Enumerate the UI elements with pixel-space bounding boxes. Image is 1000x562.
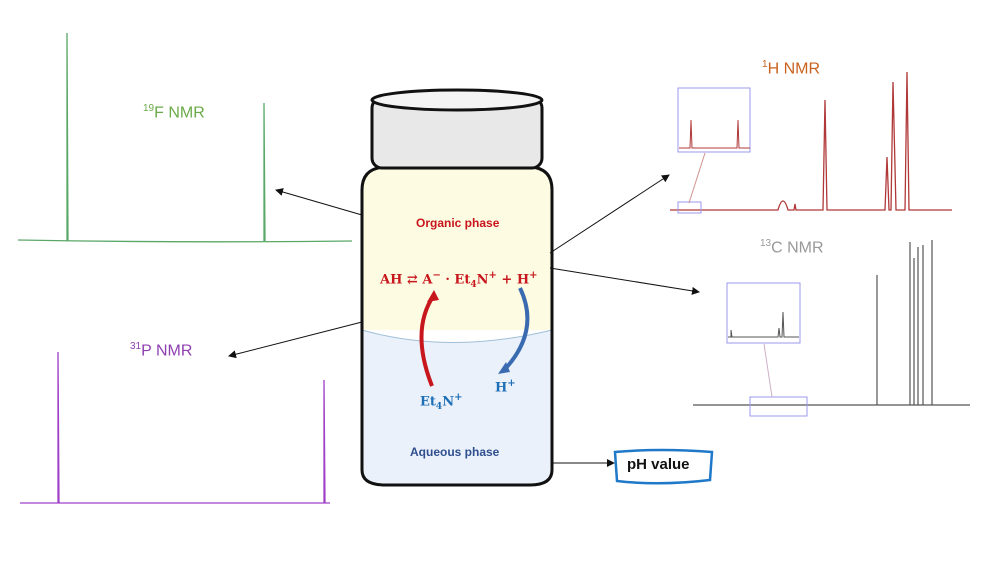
p31-spectrum xyxy=(20,351,330,504)
ph-value-label: pH value xyxy=(627,456,690,473)
equilibrium-equation: AH ⇄ A− · Et4N+ + H+ xyxy=(380,270,538,290)
aqueous-proton: H+ xyxy=(495,378,516,396)
c13-spectrum xyxy=(693,240,970,417)
h1-spectrum xyxy=(670,71,952,214)
arrows xyxy=(228,174,700,467)
c13-label: 13C NMR xyxy=(760,238,824,257)
organic-phase-label: Organic phase xyxy=(416,216,500,230)
ph-box-frame xyxy=(613,448,714,485)
aqueous-phase-label: Aqueous phase xyxy=(410,445,500,459)
h1-label: 1H NMR xyxy=(762,59,820,78)
f19-label: 19F NMR xyxy=(143,103,205,122)
aqueous-cation: Et4N+ xyxy=(420,392,463,412)
vial xyxy=(360,88,554,487)
p31-label: 31P NMR xyxy=(130,341,193,360)
f19-spectrum xyxy=(17,32,353,243)
